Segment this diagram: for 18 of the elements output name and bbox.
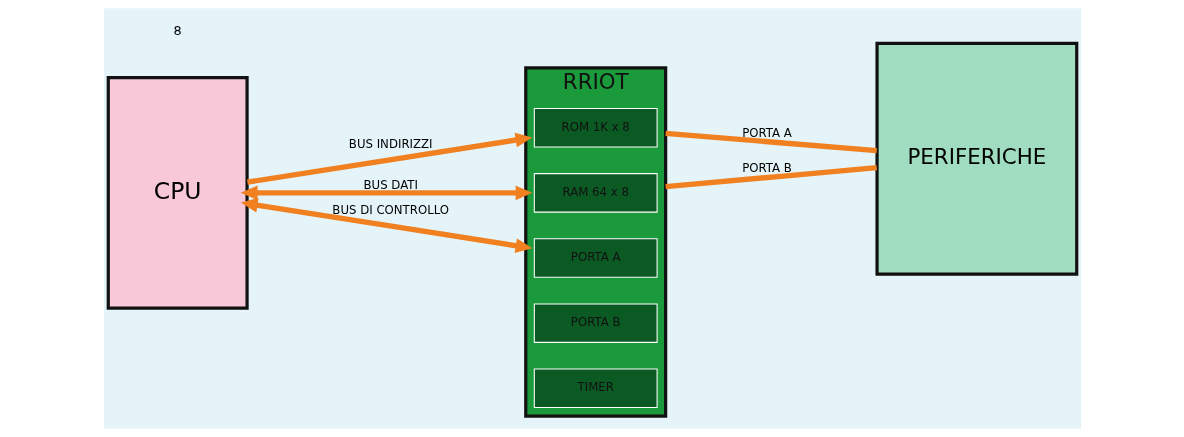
edge-label: BUS DATI bbox=[362, 178, 418, 193]
node-box: PORTA B bbox=[533, 303, 658, 343]
edge-label: PORTA A bbox=[741, 126, 792, 141]
edge-label: BUS DI CONTROLLO bbox=[331, 203, 449, 218]
node-box: TIMER bbox=[533, 368, 658, 409]
node-box: RAM 64 x 8 bbox=[533, 173, 658, 213]
node-box: PERIFERICHE bbox=[874, 41, 1078, 276]
connector bbox=[664, 164, 877, 190]
node-box: CPU bbox=[106, 75, 249, 310]
edge-label: BUS INDIRIZZI bbox=[348, 136, 433, 151]
node-box: ROM 1K x 8 bbox=[533, 108, 658, 148]
arrow bbox=[246, 132, 532, 185]
label: 8 bbox=[173, 22, 182, 38]
node-box: PORTA A bbox=[533, 238, 658, 278]
arrow bbox=[240, 185, 532, 201]
edge-label: PORTA B bbox=[741, 161, 792, 176]
arrow bbox=[240, 197, 532, 253]
connector bbox=[664, 130, 877, 154]
